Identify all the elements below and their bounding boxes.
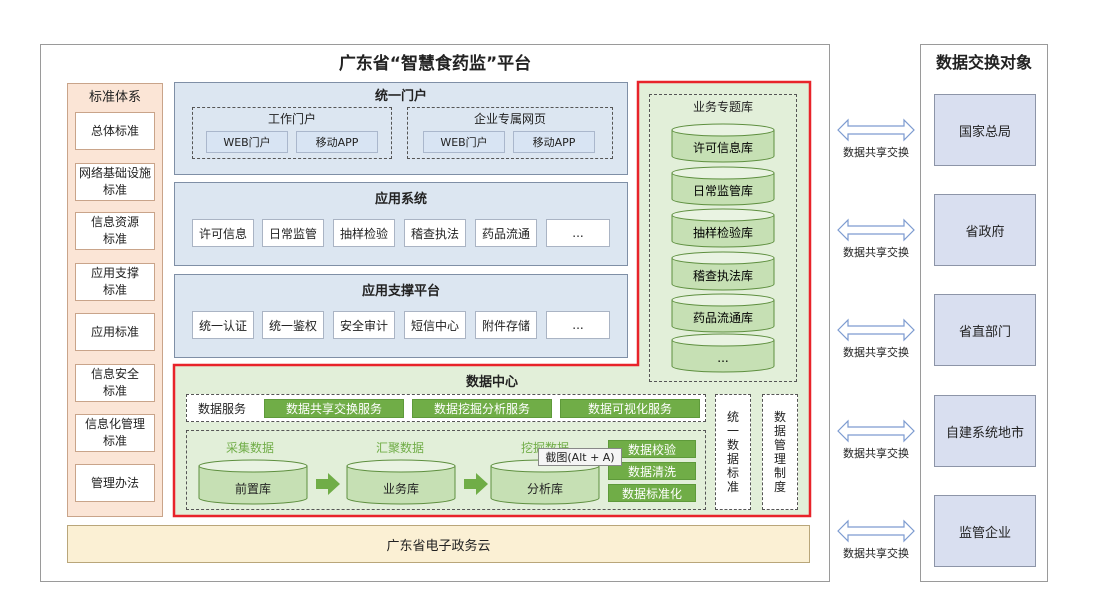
process-verify[interactable]: 数据校验 <box>608 440 696 458</box>
exchange-arrow-label: 数据共享交换 <box>843 346 909 359</box>
db-business: 业务库 <box>382 481 419 496</box>
work-web-portal[interactable]: WEB门户 <box>206 131 288 153</box>
standard-item: 信息资源 标准 <box>75 212 155 250</box>
work-portal-group <box>192 107 392 159</box>
apps-item[interactable]: 许可信息 <box>192 219 254 247</box>
support-item[interactable]: 统一认证 <box>192 311 254 339</box>
exchange-target[interactable]: 监管企业 <box>934 495 1036 567</box>
support-item[interactable]: 统一鉴权 <box>262 311 324 339</box>
flow-arrow <box>464 473 488 495</box>
data-flow-cylinder <box>198 459 308 505</box>
unified-data-standard-label: 统 一 数 据 标 准 <box>726 410 739 494</box>
support-item[interactable]: 附件存储 <box>475 311 537 339</box>
service-visualization[interactable]: 数据可视化服务 <box>560 399 700 418</box>
topic-db-title: 业务专题库 <box>692 99 753 114</box>
work-mobile-app[interactable]: 移动APP <box>296 131 378 153</box>
apps-title: 应用系统 <box>374 191 427 207</box>
enterprise-portal-title: 企业专属网页 <box>473 111 546 126</box>
data-management-rules: 数 据 管 理 制 度 <box>762 394 798 510</box>
data-management-rules-label: 数 据 管 理 制 度 <box>773 410 786 494</box>
standard-item: 应用支撑 标准 <box>75 263 155 301</box>
db-analysis: 分析库 <box>526 481 563 496</box>
topic-db-cylinder <box>671 208 775 248</box>
support-item[interactable]: 安全审计 <box>333 311 395 339</box>
process-standardize[interactable]: 数据标准化 <box>608 484 696 502</box>
standard-item: 管理办法 <box>75 464 155 502</box>
exchange-arrow-label: 数据共享交换 <box>843 146 909 159</box>
apps-item[interactable]: 稽查执法 <box>404 219 466 247</box>
exchange-arrow-label: 数据共享交换 <box>843 447 909 460</box>
topic-db-cylinder <box>671 251 775 291</box>
apps-item[interactable]: 抽样检验 <box>333 219 395 247</box>
topic-db-cylinder <box>671 123 775 163</box>
standard-item: 总体标准 <box>75 112 155 150</box>
exchange-target[interactable]: 自建系统地市 <box>934 395 1036 467</box>
data-flow-cylinder <box>346 459 456 505</box>
support-item[interactable]: 短信中心 <box>404 311 466 339</box>
topic-db-label: 许可信息库 <box>693 140 753 155</box>
db-front: 前置库 <box>234 481 271 496</box>
exchange-target[interactable]: 国家总局 <box>934 94 1036 166</box>
topic-db-group <box>649 94 797 382</box>
standard-item: 信息安全 标准 <box>75 364 155 402</box>
platform-title: 广东省“智慧食药监”平台 <box>338 53 532 74</box>
enterprise-web-portal[interactable]: WEB门户 <box>423 131 505 153</box>
topic-db-label: 日常监管库 <box>693 183 753 198</box>
topic-db-cylinder <box>671 293 775 333</box>
process-clean[interactable]: 数据清洗 <box>608 462 696 480</box>
exchange-title: 数据交换对象 <box>935 53 1032 72</box>
enterprise-mobile-app[interactable]: 移动APP <box>513 131 595 153</box>
exchange-arrow <box>837 519 915 543</box>
standards-title: 标准体系 <box>88 89 141 105</box>
exchange-arrow-label: 数据共享交换 <box>843 547 909 560</box>
topic-db-cylinder <box>671 333 775 373</box>
flow-arrow <box>316 473 340 495</box>
exchange-arrow <box>837 318 915 342</box>
unified-data-standard: 统 一 数 据 标 准 <box>715 394 751 510</box>
work-portal-title: 工作门户 <box>267 111 316 126</box>
support-title: 应用支撑平台 <box>361 283 440 299</box>
topic-db-label: 稽查执法库 <box>693 268 753 283</box>
screenshot-tooltip: 截图(Alt + A) <box>538 448 622 466</box>
exchange-arrow <box>837 419 915 443</box>
topic-db-label: 抽样检验库 <box>693 225 753 240</box>
service-share-exchange[interactable]: 数据共享交换服务 <box>264 399 404 418</box>
exchange-arrow <box>837 118 915 142</box>
standard-item: 信息化管理 标准 <box>75 414 155 452</box>
stage-label-collect: 采集数据 <box>225 440 274 455</box>
topic-db-cylinder <box>671 166 775 206</box>
apps-item[interactable]: 药品流通 <box>475 219 537 247</box>
data-services-label: 数据服务 <box>197 401 246 416</box>
egov-cloud: 广东省电子政务云 <box>67 525 810 563</box>
apps-item[interactable]: ... <box>546 219 610 247</box>
service-mining-analysis[interactable]: 数据挖掘分析服务 <box>412 399 552 418</box>
exchange-arrow-label: 数据共享交换 <box>843 246 909 259</box>
portal-panel <box>174 82 628 175</box>
exchange-target[interactable]: 省直部门 <box>934 294 1036 366</box>
standard-item: 应用标准 <box>75 313 155 351</box>
exchange-target[interactable]: 省政府 <box>934 194 1036 266</box>
apps-item[interactable]: 日常监管 <box>262 219 324 247</box>
enterprise-portal-group <box>407 107 613 159</box>
data-center-title: 数据中心 <box>465 374 518 390</box>
topic-db-label: ... <box>717 351 728 365</box>
standard-item: 网络基础设施 标准 <box>75 163 155 201</box>
stage-label-aggregate: 汇聚数据 <box>375 440 424 455</box>
data-flow-group <box>186 430 706 510</box>
portal-title: 统一门户 <box>374 88 427 104</box>
topic-db-label: 药品流通库 <box>693 310 753 325</box>
exchange-arrow <box>837 218 915 242</box>
support-item[interactable]: ... <box>546 311 610 339</box>
